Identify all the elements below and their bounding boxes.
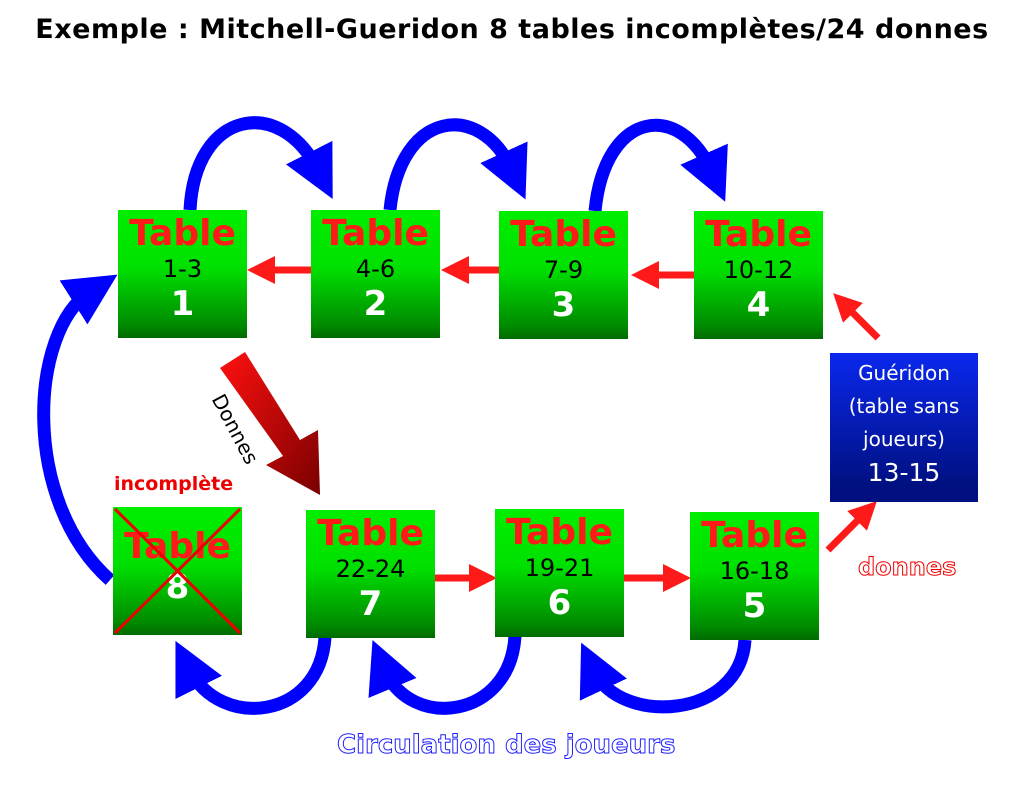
player-arrow-1-2 — [183, 116, 333, 211]
table-label: Table — [705, 214, 812, 255]
table-number: 3 — [551, 285, 576, 325]
table-number: 6 — [547, 583, 572, 623]
player-arrow-2-3 — [383, 118, 528, 211]
table-range: 22-24 — [335, 555, 406, 583]
table-number: 4 — [746, 285, 771, 325]
table-number: 5 — [742, 586, 767, 626]
gueridon-desc-1: (table sans — [848, 394, 960, 418]
board-arrow-gueridon-4 — [833, 293, 881, 341]
table-label: Table — [322, 213, 429, 254]
cross-out-icon — [113, 507, 242, 635]
table-label: Table — [701, 515, 808, 556]
table-range: 1-3 — [162, 255, 203, 283]
table-range: 16-18 — [719, 557, 790, 585]
donnes-big-arrow — [220, 352, 320, 495]
circulation-label: Circulation des joueurs — [336, 730, 676, 761]
board-arrow-5-gueridon — [825, 501, 877, 553]
table-label: Table — [124, 526, 231, 567]
table-label: Table — [129, 213, 236, 254]
table-label: Table — [317, 513, 424, 554]
page-title: Exemple : Mitchell-Gueridon 8 tables inc… — [35, 14, 989, 45]
table-range: 7-9 — [543, 256, 584, 284]
gueridon-table: Guéridon (table sans joueurs) 13-15 — [830, 353, 978, 502]
player-arrow-8-1 — [37, 274, 118, 585]
player-arrow-6-7 — [368, 635, 522, 715]
table-label: Table — [510, 214, 617, 255]
player-arrow-5-6 — [579, 639, 752, 714]
table-range: 19-21 — [524, 554, 595, 582]
table-number: 7 — [358, 584, 383, 624]
table-range: 10-12 — [723, 256, 794, 284]
gueridon-desc-2: joueurs) — [863, 427, 945, 451]
table-label: Table — [506, 512, 613, 553]
incomplete-label: incomplète — [114, 473, 234, 495]
table-range: 4-6 — [355, 255, 396, 283]
player-arrow-7-8 — [175, 636, 332, 715]
table-number: 2 — [363, 284, 388, 324]
player-arrow-3-4 — [588, 118, 728, 212]
donnes-label: donnes — [857, 553, 957, 582]
gueridon-title: Guéridon — [858, 361, 950, 385]
gueridon-range: 13-15 — [867, 458, 941, 487]
table-number: 1 — [170, 284, 195, 324]
